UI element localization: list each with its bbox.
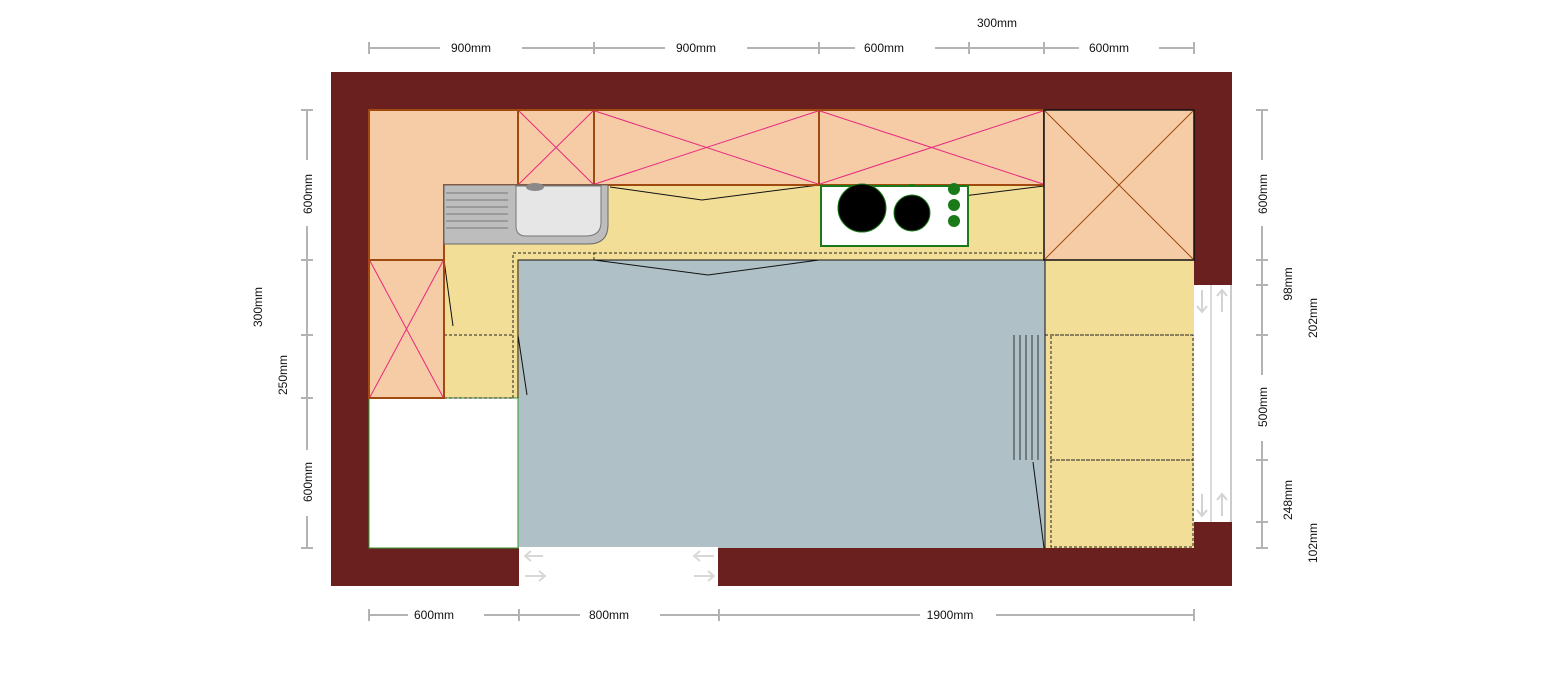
dim-top-2: 900mm bbox=[676, 41, 716, 55]
dimension-label-backgrounds bbox=[299, 40, 1270, 623]
cabinet-outlines bbox=[444, 252, 1194, 548]
dim-right-small-1: 98mm bbox=[1281, 267, 1295, 300]
dim-top-extra: 300mm bbox=[977, 16, 1017, 30]
dim-top-4: 600mm bbox=[1089, 41, 1129, 55]
dim-right-2: 500mm bbox=[1256, 387, 1270, 427]
door-opening[interactable] bbox=[519, 547, 718, 586]
dim-bottom-2: 800mm bbox=[589, 608, 629, 622]
worktop-edges bbox=[443, 184, 1046, 549]
window-opening bbox=[1194, 285, 1232, 522]
dim-bottom-3: 1900mm bbox=[927, 608, 974, 622]
appliance-space[interactable] bbox=[368, 397, 519, 549]
window-icon bbox=[1196, 288, 1228, 518]
sink-icon[interactable] bbox=[443, 183, 609, 245]
door-icon bbox=[523, 550, 716, 582]
dim-left-mid: 250mm bbox=[276, 355, 290, 395]
dim-top-1: 900mm bbox=[451, 41, 491, 55]
dim-right-small-2: 248mm bbox=[1281, 480, 1295, 520]
dimension-labels: 900mm 900mm 600mm 600mm 300mm 600mm 800m… bbox=[251, 16, 1320, 622]
wall-cabinet-cross-marks bbox=[369, 110, 1194, 398]
hob-icon[interactable] bbox=[820, 183, 969, 247]
dim-bottom-1: 600mm bbox=[414, 608, 454, 622]
dim-right-1: 600mm bbox=[1256, 174, 1270, 214]
dim-left-outer: 300mm bbox=[251, 287, 265, 327]
dim-left-1: 600mm bbox=[301, 174, 315, 214]
dim-right-outer-1: 202mm bbox=[1306, 298, 1320, 338]
appliance-marking bbox=[1013, 335, 1039, 460]
dim-left-2: 600mm bbox=[301, 462, 315, 502]
dim-right-outer-2: 102mm bbox=[1306, 523, 1320, 563]
dim-top-3: 600mm bbox=[864, 41, 904, 55]
